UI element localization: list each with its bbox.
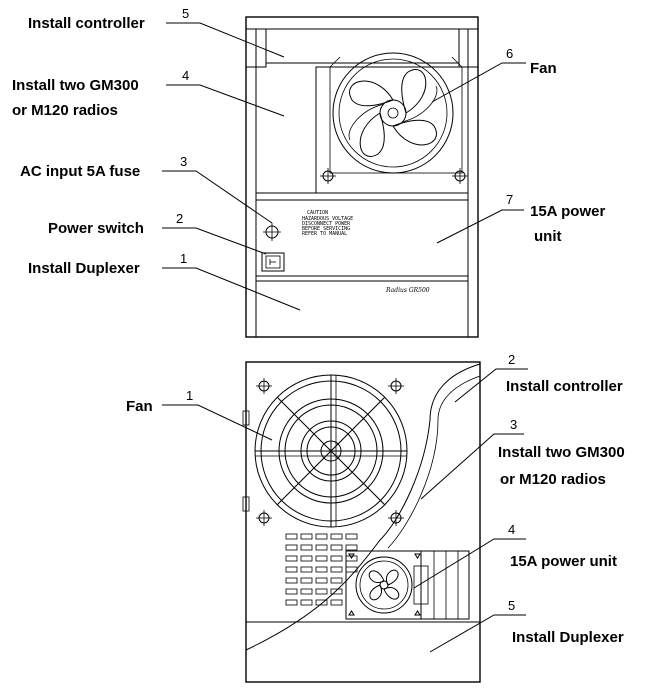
callout-number: 5 [182, 6, 189, 21]
rear-screw-icon-tl [256, 378, 272, 394]
callout-number: 7 [506, 192, 513, 207]
callout-label-power-unit: 15A power unit [510, 553, 617, 570]
rear-small-fan-icon [348, 553, 421, 616]
rear-screw-icon-br [388, 510, 404, 526]
vent-slot [300, 588, 313, 595]
vent-slot [285, 544, 298, 551]
front-screw-icon-right [452, 168, 468, 184]
rear-fan-grille-icon [254, 374, 408, 528]
vent-slot [315, 577, 328, 584]
rear-leader-lines [162, 368, 528, 653]
vent-slot [315, 566, 328, 573]
front-screw-icon-left [320, 168, 336, 184]
front-fuse-icon [263, 223, 281, 241]
callout-number: 4 [508, 522, 515, 537]
front-fan-box [315, 66, 469, 194]
vent-slot [330, 588, 343, 595]
callout-number: 5 [508, 598, 515, 613]
callout-label-install-controller: Install controller [506, 378, 623, 395]
rear-vent-slots [285, 533, 358, 606]
callout-label-power-unit-line2: unit [534, 228, 562, 245]
caution-line-1: HAZARDOUS VOLTAGE [302, 216, 353, 222]
callout-number: 4 [182, 68, 189, 83]
vent-slot [315, 544, 328, 551]
front-fan-frame [329, 66, 463, 174]
vent-slot [315, 533, 328, 540]
callout-label-ac-fuse: AC input 5A fuse [20, 163, 140, 180]
callout-number: 2 [508, 352, 515, 367]
vent-slot [285, 533, 298, 540]
vent-slot [285, 577, 298, 584]
vent-slot [330, 599, 343, 606]
callout-label-power-switch: Power switch [48, 220, 144, 237]
vent-slot [300, 577, 313, 584]
caution-line-2: DISCONNECT POWER [302, 221, 351, 227]
callout-number: 2 [176, 211, 183, 226]
rear-screw-icon-tr [388, 378, 404, 394]
rear-cabinet-outline [245, 361, 481, 683]
caution-line-4: REFER TO MANUAL [302, 231, 347, 237]
callout-number: 1 [180, 251, 187, 266]
front-brand-text: Radius GR500 [385, 287, 430, 294]
rear-hinge-lower [242, 496, 250, 512]
front-caution-label: CAUTION HAZARDOUS VOLTAGE DISCONNECT POW… [302, 210, 353, 237]
vent-slot [285, 588, 298, 595]
callout-number: 1 [186, 388, 193, 403]
vent-slot [330, 577, 343, 584]
vent-slot [315, 599, 328, 606]
vent-slot [300, 599, 313, 606]
callout-label-install-radios-line1: Install two GM300 [12, 77, 139, 94]
vent-slot [315, 555, 328, 562]
vent-slot [285, 555, 298, 562]
caution-line-3: BEFORE SERVICING [302, 226, 350, 232]
rear-panel-curve [245, 363, 481, 651]
vent-slot [330, 566, 343, 573]
vent-slot [345, 544, 358, 551]
rear-hinge-upper [242, 410, 250, 426]
vent-slot [330, 555, 343, 562]
callout-label-power-unit-line1: 15A power [530, 203, 605, 220]
callout-label-install-duplexer: Install Duplexer [512, 629, 624, 646]
front-power-switch-icon [261, 252, 285, 272]
callout-number: 6 [506, 46, 513, 61]
vent-slot [285, 566, 298, 573]
vent-slot [345, 533, 358, 540]
callout-label-install-controller: Install controller [28, 15, 145, 32]
callout-label-install-radios-line1: Install two GM300 [498, 444, 625, 461]
callout-label-fan: Fan [530, 60, 557, 77]
callout-label-fan: Fan [126, 398, 153, 415]
vent-slot [330, 544, 343, 551]
callout-label-install-duplexer: Install Duplexer [28, 260, 140, 277]
vent-slot [300, 544, 313, 551]
vent-slot [315, 588, 328, 595]
callout-number: 3 [510, 417, 517, 432]
rear-view: 1 Fan 2 Install controller 3 Install two… [126, 352, 625, 683]
front-fan-icon [332, 52, 454, 174]
callout-label-install-radios-line2: or M120 radios [12, 102, 118, 119]
vent-slot [300, 555, 313, 562]
front-controller-bracket-left [245, 28, 267, 68]
front-cabinet-outline [245, 16, 479, 338]
vent-slot [300, 566, 313, 573]
vent-slot [285, 599, 298, 606]
callout-number: 3 [180, 154, 187, 169]
front-leader-lines [162, 22, 526, 311]
rear-screw-icon-bl [256, 510, 272, 526]
front-view: CAUTION HAZARDOUS VOLTAGE DISCONNECT POW… [12, 6, 605, 338]
vent-slot [300, 533, 313, 540]
callout-label-install-radios-line2: or M120 radios [500, 471, 606, 488]
caution-line-0: CAUTION [307, 210, 328, 216]
vent-slot [330, 533, 343, 540]
rear-power-unit [345, 550, 470, 620]
